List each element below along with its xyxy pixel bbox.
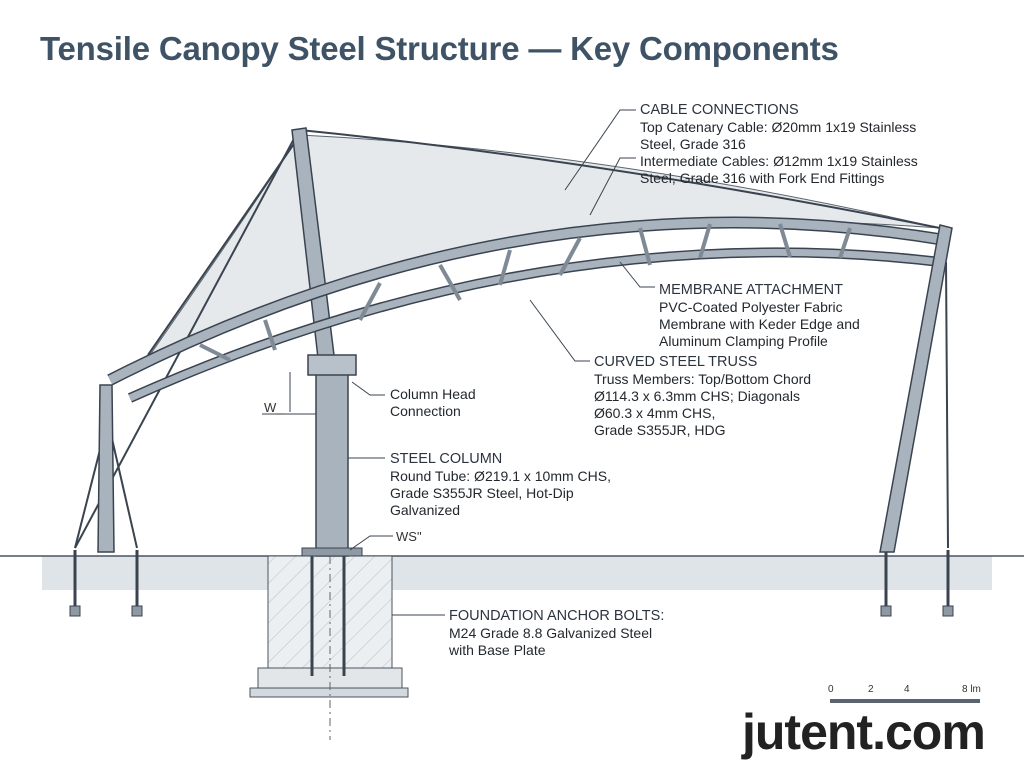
column-head	[307, 354, 357, 376]
leader-lines	[262, 109, 655, 616]
label-membrane-attachment: MEMBRANE ATTACHMENT PVC-Coated Polyester…	[659, 282, 860, 350]
anchor-bolts	[69, 550, 954, 617]
label-line: Intermediate Cables: Ø12mm 1x19 Stainles…	[640, 153, 918, 169]
page-title: Tensile Canopy Steel Structure — Key Com…	[40, 30, 839, 67]
column-base-plate	[301, 547, 363, 557]
label-line: with Base Plate	[449, 642, 546, 658]
left-column	[97, 384, 115, 553]
label-foundation-anchor-bolts: FOUNDATION ANCHOR BOLTS: M24 Grade 8.8 G…	[449, 608, 664, 659]
label-line: M24 Grade 8.8 Galvanized Steel	[449, 625, 653, 641]
scale-tick-0: 0	[828, 684, 834, 695]
label-line: Column Head	[390, 386, 476, 402]
label-line: Steel, Grade 316 with Fork End Fittings	[640, 170, 885, 186]
steel-column	[315, 371, 349, 557]
label-heading: CABLE CONNECTIONS	[640, 102, 799, 118]
label-line: Membrane with Keder Edge and	[659, 316, 860, 332]
label-heading: FOUNDATION ANCHOR BOLTS:	[449, 608, 665, 624]
label-line: Round Tube: Ø219.1 x 10mm CHS,	[390, 468, 611, 484]
label-line: Grade S355JR, HDG	[594, 422, 726, 438]
label-steel-column: STEEL COLUMN Round Tube: Ø219.1 x 10mm C…	[390, 451, 611, 519]
label-line: Aluminum Clamping Profile	[659, 333, 828, 349]
label-line: PVC-Coated Polyester Fabric	[659, 299, 843, 315]
scale-tick-8: 8 lm	[962, 684, 981, 695]
label-line: Grade S355JR Steel, Hot-Dip	[390, 485, 574, 501]
label-line: Ø114.3 x 6.3mm CHS; Diagonals	[594, 388, 800, 404]
dimension-w: W_	[264, 400, 284, 415]
watermark-logo: jutent.com	[742, 704, 986, 760]
label-column-head: Column Head Connection	[390, 386, 476, 420]
label-cable-connections: CABLE CONNECTIONS Top Catenary Cable: Ø2…	[640, 102, 918, 187]
dimension-ws: WS"	[396, 529, 422, 544]
right-column	[879, 224, 953, 553]
scale-tick-2: 2	[868, 684, 874, 695]
label-curved-steel-truss: CURVED STEEL TRUSS Truss Members: Top/Bo…	[594, 354, 811, 439]
label-heading: STEEL COLUMN	[390, 451, 503, 467]
label-line: Truss Members: Top/Bottom Chord	[594, 371, 812, 387]
label-heading: MEMBRANE ATTACHMENT	[659, 282, 843, 298]
scale-tick-4: 4	[904, 684, 910, 695]
curved-truss	[107, 216, 946, 403]
label-line: Ø60.3 x 4mm CHS,	[594, 405, 716, 421]
label-line: Galvanized	[390, 502, 461, 518]
ground-band	[42, 556, 992, 590]
label-line: Steel, Grade 316	[640, 136, 746, 152]
label-heading: CURVED STEEL TRUSS	[594, 354, 758, 370]
scale-bar	[830, 699, 980, 703]
label-line: Connection	[390, 403, 461, 419]
label-line: Top Catenary Cable: Ø20mm 1x19 Stainless	[640, 119, 917, 135]
foundation-block	[249, 548, 409, 740]
